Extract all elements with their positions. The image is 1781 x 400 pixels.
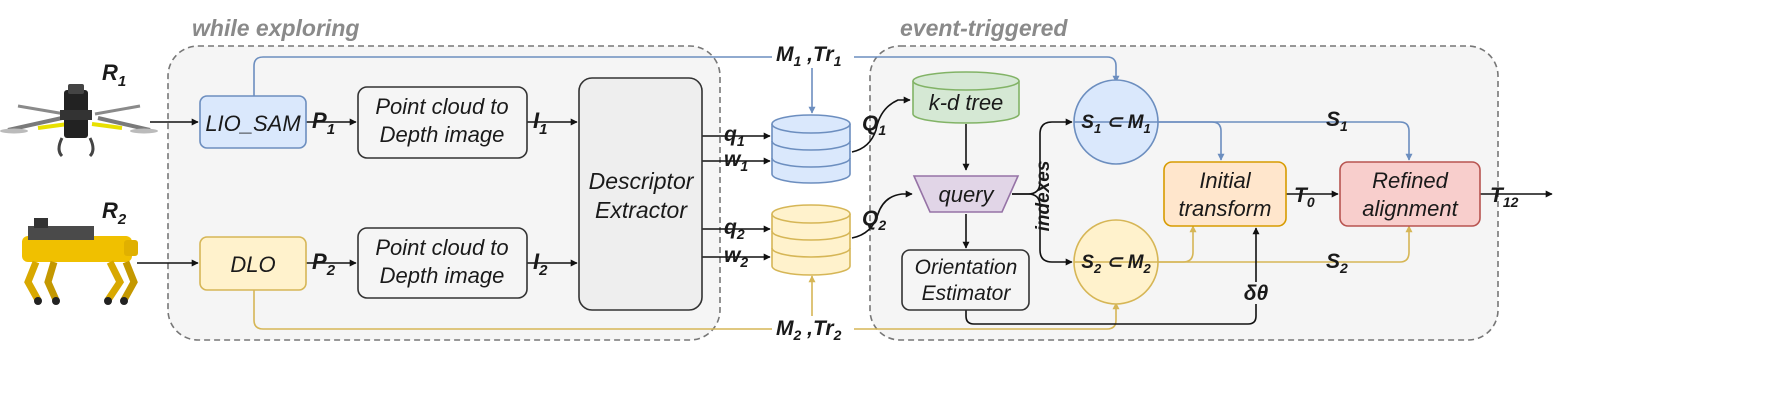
p2-label: P2 bbox=[312, 249, 336, 279]
query-to-s2-arrow bbox=[1012, 193, 1073, 266]
w1-label: w1 bbox=[724, 148, 748, 174]
initial-transform-box bbox=[1163, 161, 1287, 227]
orientation-box bbox=[901, 249, 1030, 311]
lio-sam-label: LIO_SAM bbox=[205, 111, 301, 136]
db2-to-query-arrow bbox=[851, 190, 913, 239]
query-box bbox=[912, 175, 1020, 213]
descriptor-box bbox=[578, 77, 703, 311]
submap-s1-circle bbox=[1073, 79, 1159, 165]
database-2 bbox=[771, 204, 851, 276]
pc-depth-box-1 bbox=[357, 86, 528, 159]
Q2-label: Q2 bbox=[862, 207, 886, 233]
Q1-label: Q1 bbox=[862, 112, 886, 138]
database-1 bbox=[771, 114, 851, 184]
m1-label-bg bbox=[772, 42, 854, 68]
dlo-label: DLO bbox=[230, 252, 275, 277]
q1-label: q1 bbox=[724, 123, 745, 149]
s2-to-refined bbox=[1158, 225, 1413, 263]
w2-label: w2 bbox=[724, 244, 748, 270]
i2-label: I2 bbox=[533, 249, 548, 279]
i1-label: I1 bbox=[533, 108, 547, 138]
delta-theta-label: δθ bbox=[1244, 282, 1269, 305]
T12-label: T12 bbox=[1490, 184, 1519, 210]
robot-r1-label: R1 bbox=[102, 60, 126, 90]
submap-s2-circle bbox=[1073, 219, 1159, 305]
s1-subset-label: S1 ⊂ M1 bbox=[1081, 112, 1150, 136]
s2-subset-label: S2 ⊂ M2 bbox=[1081, 252, 1151, 276]
robot-r2-label: R2 bbox=[102, 198, 127, 228]
S2-label: S2 bbox=[1326, 250, 1348, 276]
S1-label: S1 bbox=[1326, 108, 1348, 134]
m1-route bbox=[253, 56, 1120, 96]
kdtree-box bbox=[912, 71, 1020, 124]
q2-label: q2 bbox=[724, 216, 745, 242]
dlo-box bbox=[199, 236, 307, 291]
T0-label: T0 bbox=[1294, 184, 1315, 210]
section-title-event: event-triggered bbox=[900, 15, 1068, 41]
kdtree-label: k-d tree bbox=[929, 90, 1004, 115]
drone-image bbox=[0, 84, 158, 158]
indexes-label: indexes bbox=[1033, 161, 1054, 232]
p1-label: P1 bbox=[312, 108, 335, 138]
section-title-exploring: while exploring bbox=[192, 15, 359, 41]
refined-alignment-box bbox=[1339, 161, 1481, 227]
m2-tr2-label: M2 ,Tr2 bbox=[776, 317, 842, 343]
s1-to-refined bbox=[1158, 121, 1413, 161]
m2-label-bg bbox=[772, 316, 854, 342]
db1-to-kdtree-arrow bbox=[851, 96, 911, 153]
query-label: query bbox=[938, 182, 995, 207]
pc-depth-box-2 bbox=[357, 227, 528, 299]
lio-sam-box bbox=[199, 95, 307, 149]
quadruped-image bbox=[22, 218, 138, 305]
query-to-s1-arrow bbox=[1012, 118, 1073, 195]
delta-label-bg bbox=[1240, 282, 1272, 304]
m1-tr1-label: M1 ,Tr1 bbox=[776, 43, 842, 69]
orientation-out-arrow bbox=[965, 227, 1260, 325]
